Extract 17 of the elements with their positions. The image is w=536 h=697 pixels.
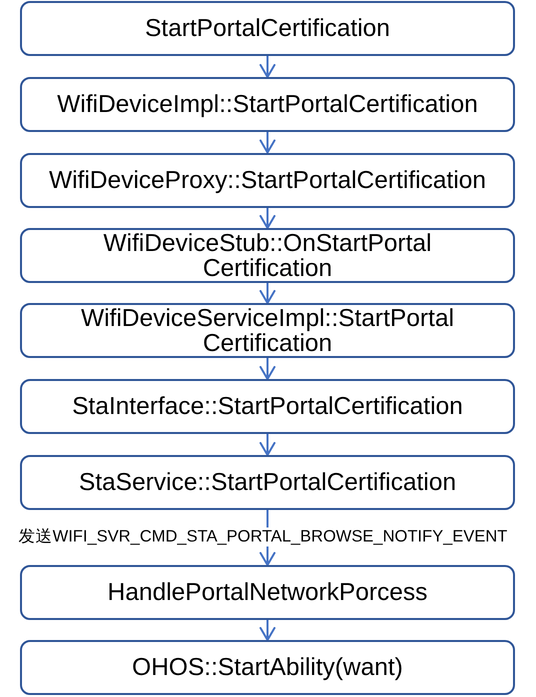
process-box: StartPortalCertification xyxy=(20,1,515,56)
arrow xyxy=(260,620,276,641)
process-box: OHOS::StartAbility(want) xyxy=(20,640,515,695)
process-box: HandlePortalNetworkPorcess xyxy=(20,565,515,620)
process-box: StaInterface::StartPortalCertification xyxy=(20,379,515,434)
arrow xyxy=(260,56,276,78)
process-box: WifiDeviceServiceImpl::StartPortal Certification xyxy=(20,303,515,358)
arrow xyxy=(260,208,276,229)
process-box: WifiDeviceProxy::StartPortalCertification xyxy=(20,152,515,208)
edge-label: 发送WIFI_SVR_CMD_STA_PORTAL_BROWSE_NOTIFY_EVENT xyxy=(16,528,510,546)
arrow xyxy=(260,283,276,304)
arrow xyxy=(260,358,276,380)
process-box: WifiDeviceImpl::StartPortalCertification xyxy=(20,77,515,132)
process-box: StaService::StartPortalCertification xyxy=(20,455,515,510)
process-box: WifiDeviceStub::OnStartPortal Certification xyxy=(20,228,515,283)
arrow xyxy=(260,434,276,456)
arrow xyxy=(260,132,276,154)
